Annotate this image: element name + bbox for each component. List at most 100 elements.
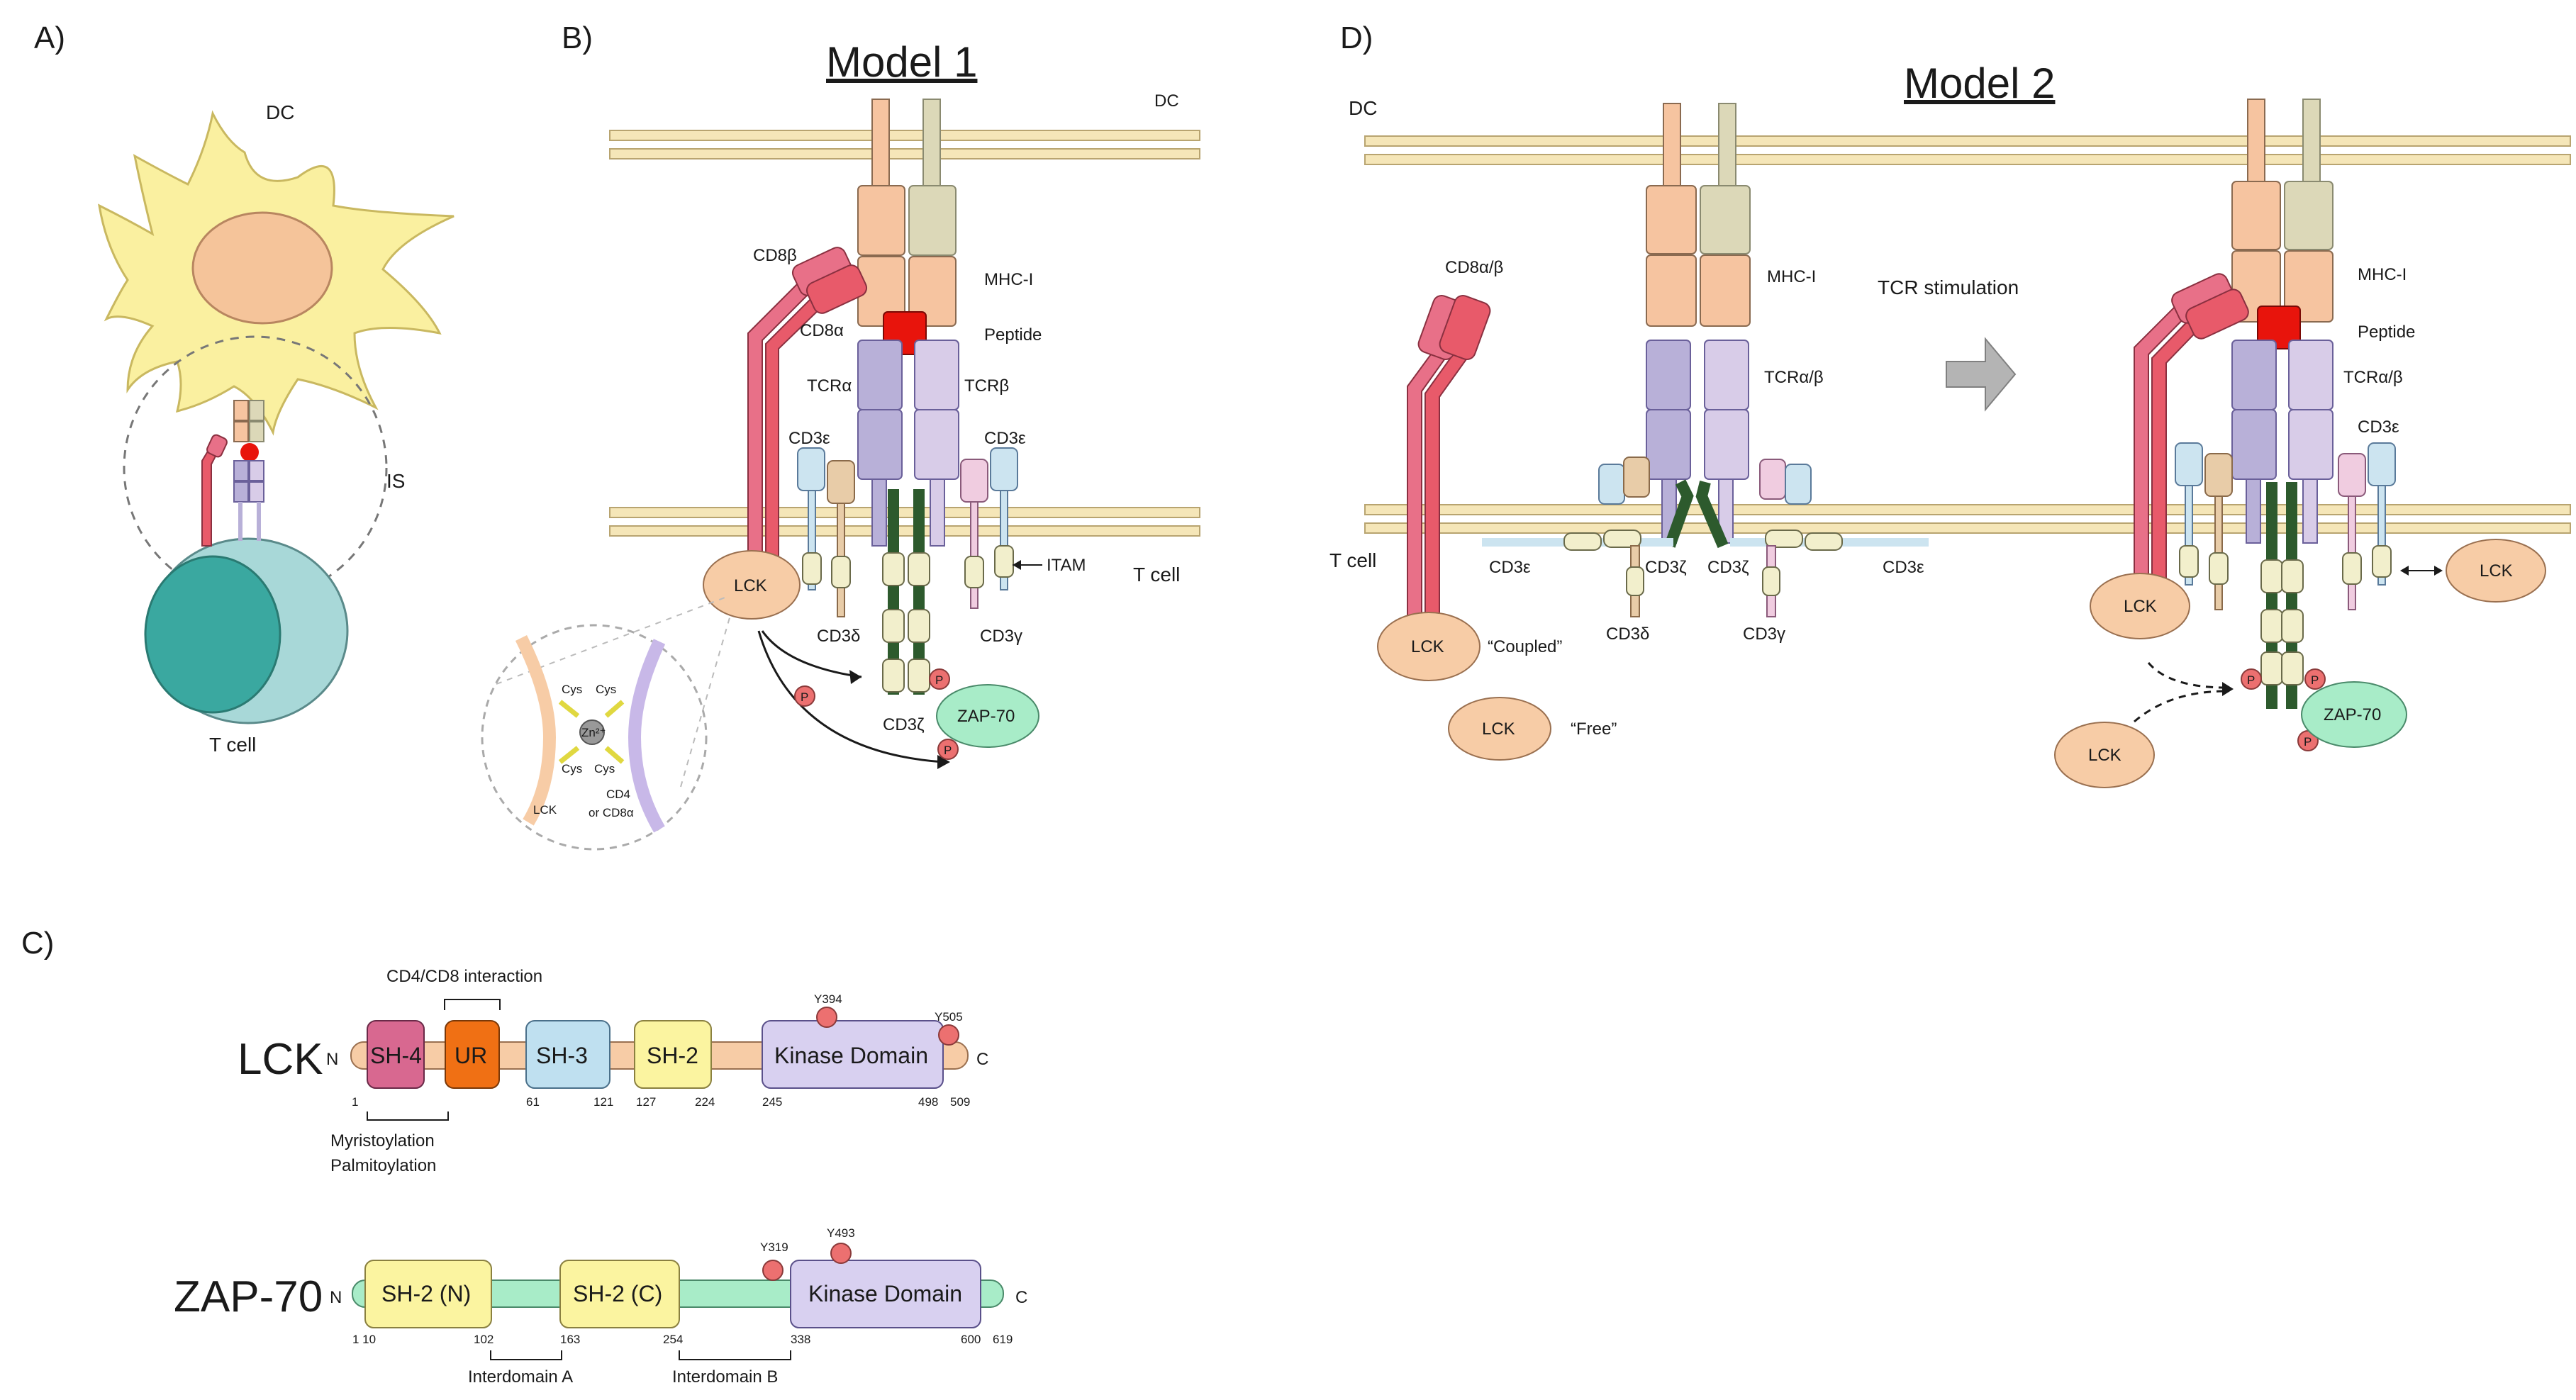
cd3-epsilon-delta-left [797, 447, 855, 617]
dc-membrane-d [1364, 135, 2571, 147]
dc-nucleus [191, 211, 333, 325]
lck-kinase-domain [762, 1020, 944, 1089]
cd3-gamma-epsilon-right [960, 447, 1018, 609]
cd3z-label-b: CD3ζ [883, 715, 925, 734]
lck-protein-name: LCK [238, 1035, 323, 1084]
zap70-label-b: ZAP-70 [957, 707, 1015, 726]
lck-pos-509: 509 [950, 1095, 970, 1109]
zap-c-terminus: C [1015, 1288, 1027, 1307]
cd3e-left-label: CD3ε [788, 429, 830, 448]
mhc-i [857, 99, 957, 327]
peptide-label-b: Peptide [984, 325, 1042, 345]
panel-a-label: A) [34, 21, 65, 55]
lck-pos-245: 245 [762, 1095, 782, 1109]
zap-pos-254: 254 [663, 1333, 683, 1346]
mini-peptide-icon [240, 443, 259, 461]
mhc-label-b: MHC-I [984, 270, 1033, 289]
zap-pos-1-10: 1 10 [352, 1333, 376, 1346]
lck-ur-domain [445, 1020, 500, 1089]
zap-pos-619: 619 [993, 1333, 1013, 1346]
cd3g-label-b: CD3γ [980, 627, 1022, 646]
zap-sh2c-domain [559, 1260, 680, 1328]
tcell-label-d: T cell [1329, 549, 1376, 571]
lck-free [1448, 697, 1551, 761]
mhc-tcr-right [2175, 99, 2396, 709]
phospho-d-3: P [2304, 735, 2312, 749]
mhc-label-d2: MHC-I [2358, 265, 2407, 284]
zap-kinase-label: Kinase Domain [808, 1281, 962, 1306]
phospho-d-1: P [2247, 673, 2255, 687]
lck-coupled-label: LCK [1411, 637, 1444, 656]
lck-coupled-right [2090, 573, 2190, 639]
panel-c-label: C) [21, 926, 54, 961]
lck-sh3-domain [525, 1020, 610, 1089]
myristoylation-label: Myristoylation [330, 1131, 435, 1150]
lck-ur-label: UR [455, 1043, 487, 1068]
lck-sh2-label: SH-2 [647, 1043, 698, 1068]
dc-label-b: DC [1154, 91, 1179, 111]
lck-n-terminus: N [326, 1050, 338, 1069]
tcrb-label: TCRβ [964, 376, 1009, 396]
lck-arriving [2054, 722, 2155, 788]
zap70-protein-name: ZAP-70 [174, 1272, 323, 1321]
lck-label-b: LCK [734, 576, 767, 595]
lck-sh3-label: SH-3 [536, 1043, 588, 1068]
panel-a: DC IS T cell [98, 101, 455, 756]
zap-site-y493: Y493 [827, 1226, 855, 1240]
panel-b-label: B) [562, 21, 593, 55]
peptide-d [2257, 306, 2301, 349]
phospho-d-2: P [2311, 673, 2319, 687]
inset-cd4-label-1: CD4 [606, 788, 630, 801]
lck-b [703, 550, 801, 620]
zap-sh2n-label: SH-2 (N) [381, 1281, 471, 1306]
zap-kinase-domain [790, 1260, 981, 1328]
cys-label-3: Cys [562, 762, 582, 775]
lck-kinase-label: Kinase Domain [774, 1043, 928, 1068]
lck-pos-61: 61 [526, 1095, 540, 1109]
lck-arrow-1 [761, 630, 862, 678]
tcra-label: TCRα [807, 376, 852, 396]
is-label: IS [386, 470, 405, 492]
lck-c-terminus: C [976, 1050, 988, 1069]
cd8ab-label-d: CD8α/β [1445, 258, 1503, 277]
lck-pos-224: 224 [695, 1095, 715, 1109]
zap-pos-163: 163 [560, 1333, 580, 1346]
lck-pos-1: 1 [352, 1095, 358, 1109]
cys-label-4: Cys [594, 762, 615, 775]
panel-c: LCK N C SH-4 UR SH-3 SH-2 Kinase Domain … [174, 967, 1027, 1387]
cd3e-label-d1: CD3ε [1489, 558, 1531, 577]
phospho-b-1: P [801, 690, 808, 704]
model1-title: Model 1 [826, 38, 977, 86]
lck-pos-121: 121 [593, 1095, 613, 1109]
lck-sh4-domain [367, 1020, 425, 1089]
panel-d: Model 2 DC T cell [1329, 60, 2571, 788]
lck-site-y505: Y505 [935, 1010, 963, 1024]
dc-label-d: DC [1349, 97, 1377, 119]
cd3e-right-label: CD3ε [984, 429, 1026, 448]
tcrab-label-d2: TCRα/β [2343, 368, 2403, 387]
zap-pos-338: 338 [791, 1333, 810, 1346]
panel-d-label: D) [1340, 21, 1373, 55]
tcell-label: T cell [209, 734, 256, 756]
zap-pos-600: 600 [961, 1333, 981, 1346]
mhc-label-d1: MHC-I [1767, 267, 1816, 286]
lck-free-label: LCK [1482, 719, 1515, 739]
lck-site-y394: Y394 [814, 992, 842, 1006]
lck-arrow-2 [757, 630, 944, 763]
free-label: “Free” [1571, 719, 1617, 739]
cd8-d-right [2134, 273, 2249, 603]
tcell-membrane [609, 507, 1200, 518]
cd3g-label-d: CD3γ [1743, 625, 1785, 644]
interdomain-b-label: Interdomain B [672, 1367, 778, 1387]
zap-sh2n-domain [364, 1260, 492, 1328]
tcrab-label-d1: TCRα/β [1764, 368, 1824, 387]
zap70-b [936, 684, 1039, 748]
lck-sh4-label: SH-4 [370, 1043, 422, 1068]
zap-sh2c-label: SH-2 (C) [573, 1281, 662, 1306]
panel-b: Model 1 DC T cell [481, 38, 1200, 851]
stimulation-arrow-icon [1946, 337, 2017, 412]
cd3e-label-d3: CD3ε [2358, 418, 2399, 437]
tcell-membrane-d [1364, 504, 2571, 515]
cd3d-label-b: CD3δ [817, 627, 860, 646]
